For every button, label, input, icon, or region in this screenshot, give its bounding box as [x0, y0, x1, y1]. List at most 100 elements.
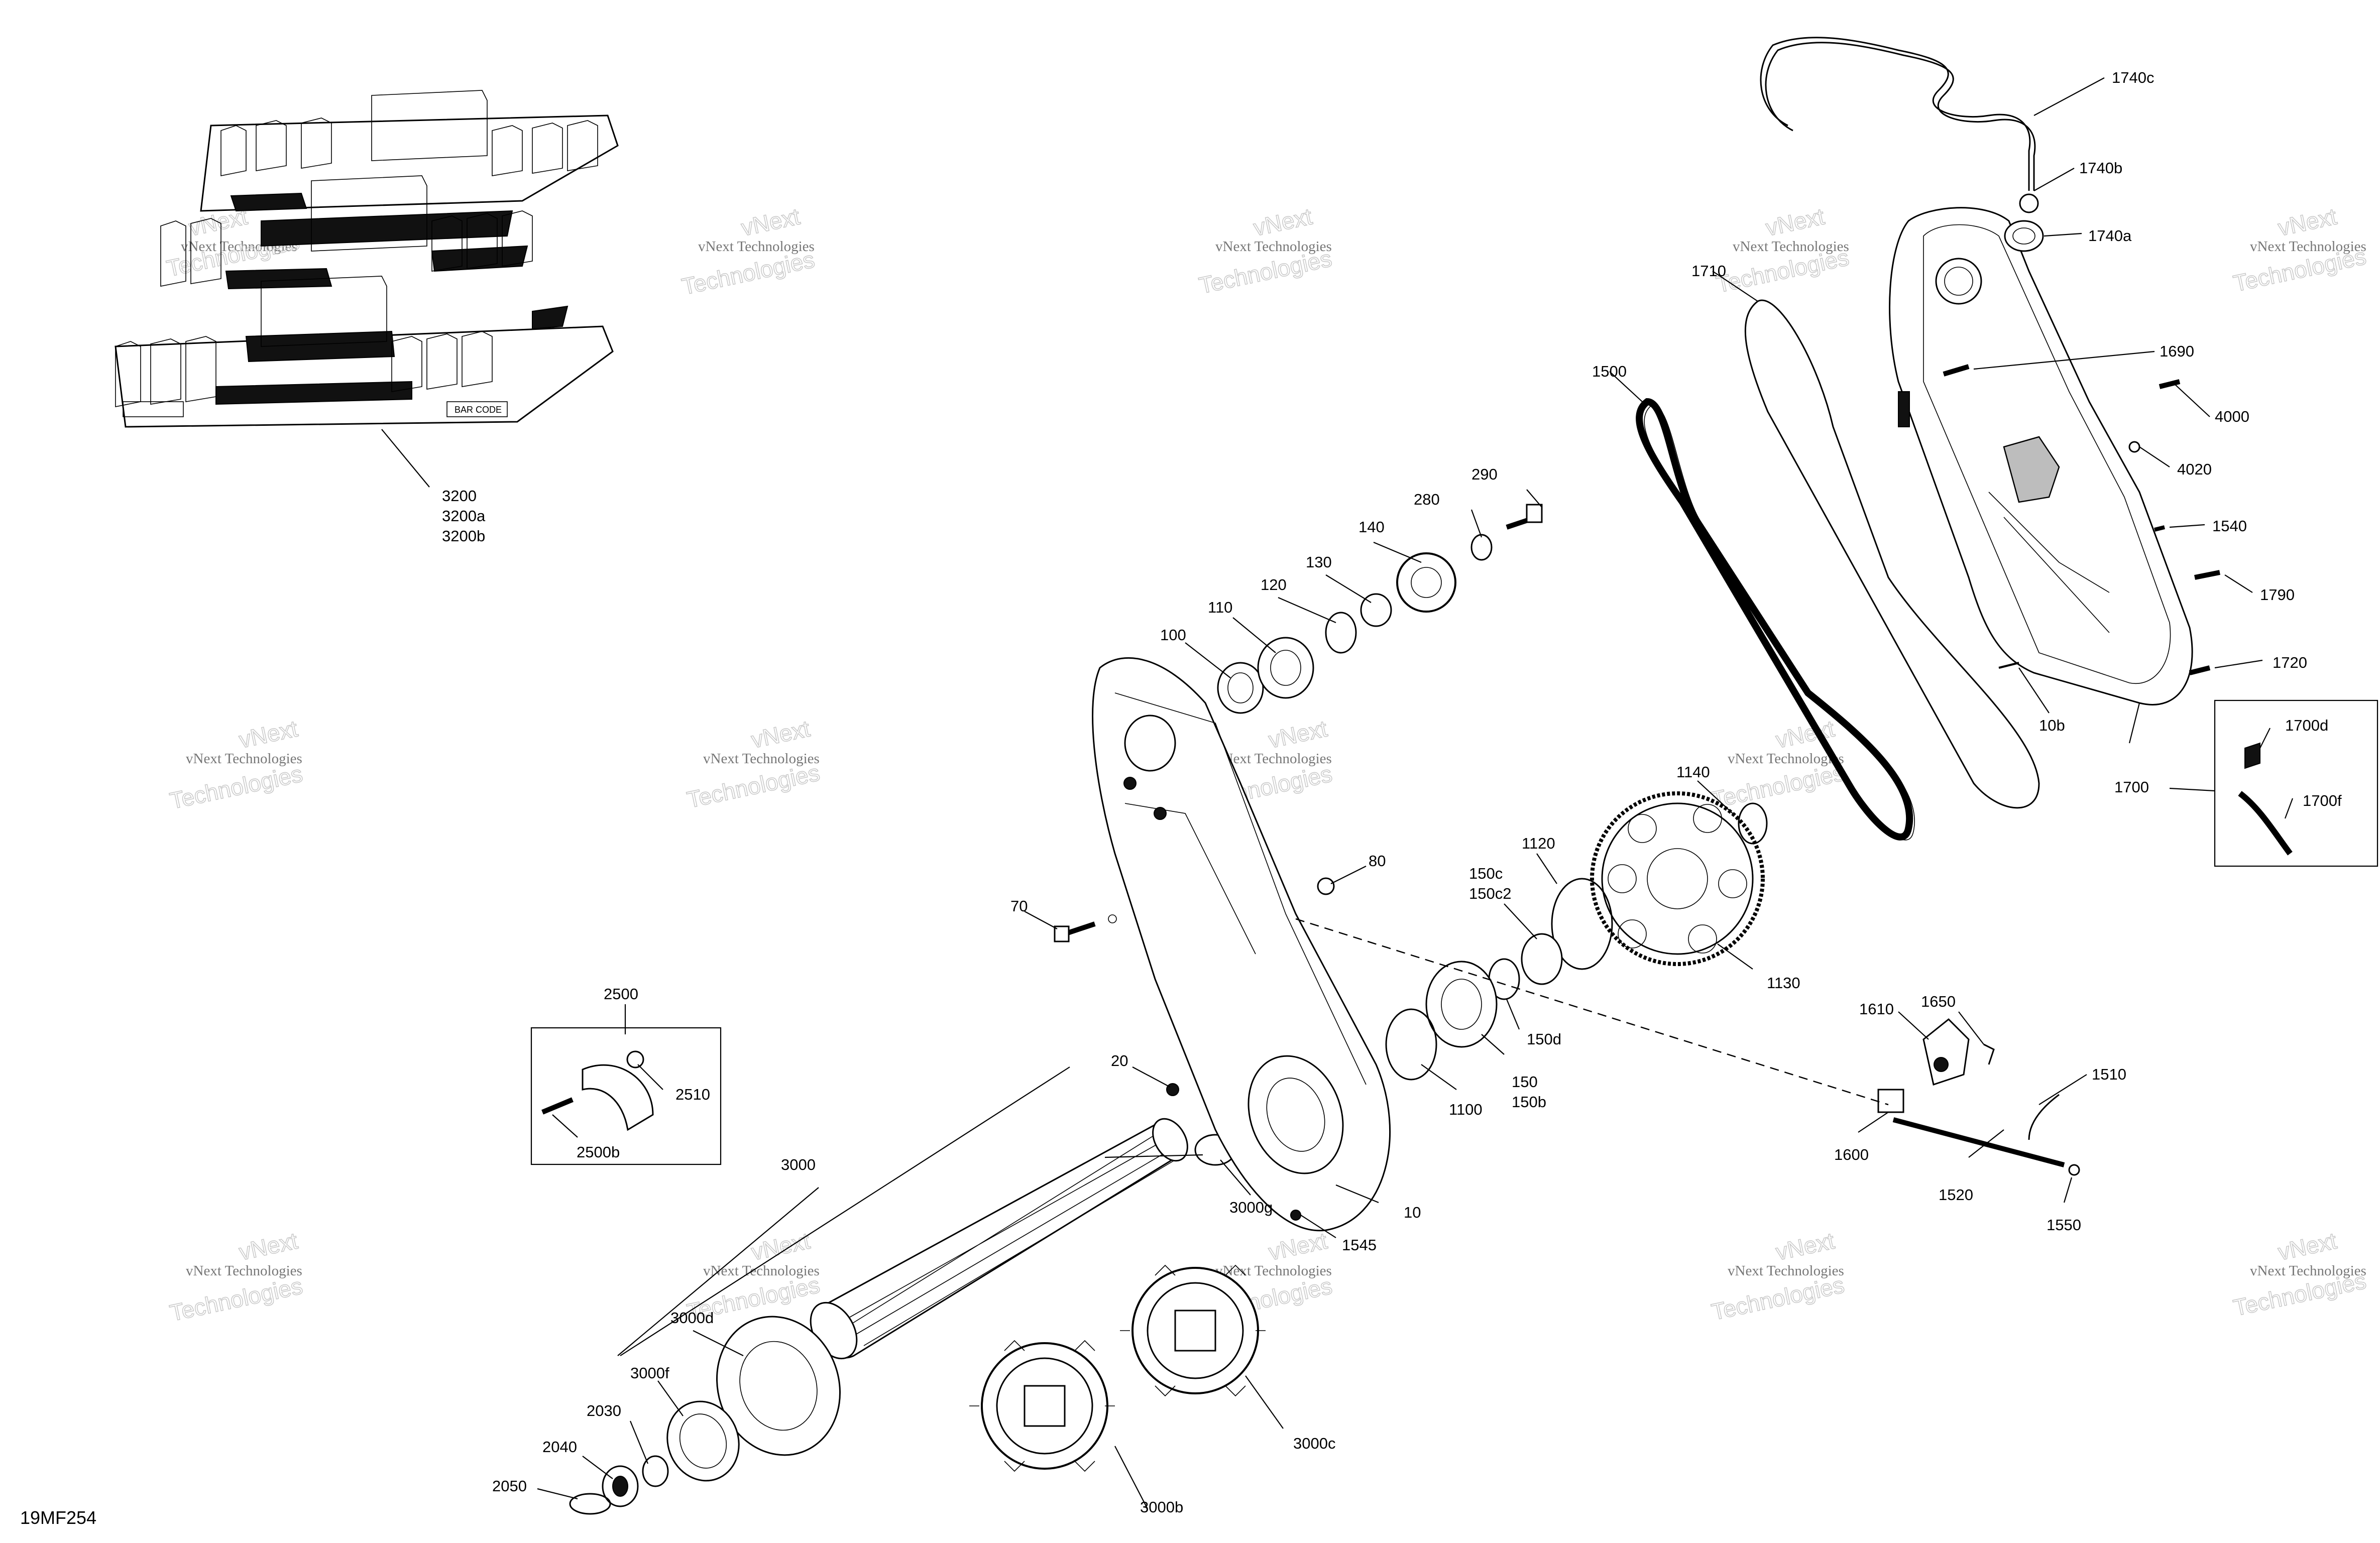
- detail-box-1700d-1700f: [2214, 699, 2378, 867]
- callout-2040: 2040: [542, 1438, 577, 1456]
- callout-1100: 1100: [1449, 1101, 1483, 1118]
- watermark-text: vNext: [749, 1227, 812, 1265]
- callout-150: 150: [1512, 1073, 1538, 1091]
- plug-1545: [1290, 1210, 1301, 1221]
- leader-lines: [537, 77, 2294, 1509]
- watermark-text: Technologies: [167, 1272, 304, 1326]
- watermark-text: vNext: [2276, 1227, 2339, 1265]
- watermark-text: vNext: [237, 1227, 300, 1265]
- bearing-3000f: [666, 1400, 740, 1482]
- callout-3000d: 3000d: [670, 1309, 714, 1327]
- sprocket-140: [1396, 552, 1456, 613]
- watermark-text: vNext Technologies: [1733, 239, 1849, 255]
- callout-1740a: 1740a: [2088, 227, 2132, 245]
- seal-100: [1217, 662, 1264, 714]
- callout-2030: 2030: [587, 1402, 621, 1419]
- callout-1140: 1140: [1676, 763, 1710, 781]
- watermark: vNext vNext Technologies Technologies: [167, 1227, 305, 1327]
- watermark-text: vNext Technologies: [2250, 1263, 2366, 1279]
- watermark-text: vNext Technologies: [698, 239, 815, 255]
- ring-1140: [1738, 802, 1768, 845]
- callout-1120: 1120: [1522, 835, 1555, 852]
- sprocket-3000b: [969, 1340, 1115, 1472]
- watermark: vNext vNext Technologies Technologies: [1709, 1227, 1847, 1326]
- callout-290: 290: [1471, 465, 1498, 483]
- bearing-150c: [1521, 933, 1563, 985]
- gear-1130: [1590, 791, 1765, 966]
- watermark-text: vNext: [739, 203, 802, 241]
- bar-code-text: BAR CODE: [455, 405, 502, 415]
- watermark-text: vNext Technologies: [1215, 751, 1332, 767]
- screw-20: [1166, 1083, 1179, 1096]
- callout-2050: 2050: [492, 1477, 527, 1495]
- callout-100: 100: [1160, 626, 1186, 644]
- drive-belt-1500: [1636, 398, 1913, 841]
- watermark-text: Technologies: [167, 760, 304, 814]
- watermark-text: Technologies: [685, 759, 822, 813]
- callout-10: 10: [1404, 1204, 1421, 1221]
- drawing-reference-code: 19MF254: [20, 1507, 96, 1528]
- callout-3000g: 3000g: [1229, 1199, 1273, 1216]
- callout-70: 70: [1010, 897, 1028, 915]
- watermark-text: vNext Technologies: [1728, 1263, 1844, 1279]
- drive-shaft-3000: [810, 1118, 1188, 1360]
- callout-150c: 150c: [1469, 865, 1503, 882]
- callout-labels: 3200 3200a 3200b 290 280 140 130 120 110…: [442, 69, 2342, 1516]
- clip-1650: [1983, 1043, 1995, 1065]
- tensioner-parts: [1877, 1018, 2080, 1176]
- gasket-1710: [1744, 299, 2040, 809]
- watermark: vNext vNext Technologies Technologies: [1709, 715, 1847, 813]
- washer-280: [1470, 534, 1493, 561]
- upper-shaft-parts: [1217, 504, 1543, 714]
- watermark-text: vNext: [2276, 203, 2339, 241]
- callout-150d: 150d: [1527, 1030, 1561, 1048]
- nut-2040: [602, 1465, 639, 1507]
- callout-4000: 4000: [2215, 408, 2249, 425]
- watermark-text: Technologies: [1709, 759, 1846, 813]
- callout-1740c: 1740c: [2112, 69, 2154, 86]
- callout-1600: 1600: [1834, 1146, 1869, 1163]
- adjuster-1600: [1877, 1089, 1904, 1113]
- clip-1510: [2028, 1094, 2060, 1140]
- watermark-text: vNext: [237, 715, 300, 753]
- adjuster-bolt-1520: [1892, 1117, 2065, 1167]
- detail-box-2500: [530, 1027, 722, 1165]
- bolt-70: [1054, 914, 1117, 942]
- callout-80: 80: [1369, 852, 1386, 870]
- watermark-text: vNext: [1251, 203, 1314, 241]
- watermark-text: vNext Technologies: [1215, 239, 1332, 255]
- guard-2500: [541, 1050, 654, 1131]
- callout-140: 140: [1358, 518, 1385, 536]
- watermark-text: vNext Technologies: [703, 751, 820, 767]
- callout-1720: 1720: [2273, 654, 2307, 671]
- ring-120: [1325, 612, 1357, 654]
- nut-1550: [2068, 1164, 2080, 1176]
- watermark: vNext vNext Technologies Technologies: [685, 715, 823, 813]
- ring-1120: [1551, 878, 1613, 970]
- track-section-drawing: BAR CODE: [115, 90, 619, 428]
- callout-3000f: 3000f: [630, 1364, 669, 1382]
- watermark: vNext vNext Technologies Technologies: [1196, 203, 1334, 299]
- callout-2510: 2510: [675, 1086, 710, 1103]
- grommet-1740a: [2004, 220, 2044, 252]
- assembly-axis-line: [1295, 918, 1889, 1106]
- callout-1520: 1520: [1939, 1186, 1973, 1204]
- callout-1610: 1610: [1859, 1000, 1894, 1018]
- sprocket-3000c: [1120, 1264, 1266, 1397]
- callout-3200: 3200: [442, 487, 477, 505]
- callout-150b: 150b: [1512, 1093, 1546, 1111]
- chaincase-cover-1700: [1889, 207, 2193, 705]
- callout-1130: 1130: [1767, 974, 1800, 992]
- watermark-text: vNext Technologies: [1728, 751, 1844, 767]
- ring-2030: [642, 1455, 669, 1487]
- callout-3200a: 3200a: [442, 507, 486, 525]
- callout-1545: 1545: [1342, 1236, 1377, 1254]
- watermark: vNext vNext Technologies Technologies: [167, 715, 305, 814]
- callout-110: 110: [1208, 599, 1232, 616]
- watermark-text: vNext: [1763, 203, 1827, 241]
- callout-3200b: 3200b: [442, 527, 485, 545]
- bearing-plate-3000d: [716, 1316, 841, 1456]
- watermark-text: vNext: [1266, 715, 1329, 753]
- callout-1700d: 1700d: [2285, 717, 2328, 734]
